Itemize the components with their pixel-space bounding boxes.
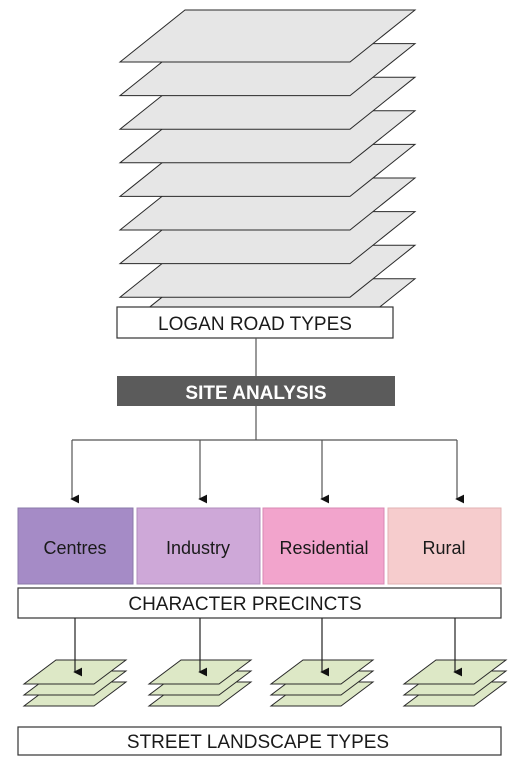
precinct-industry: Industry [136, 507, 261, 585]
precinct-residential: Residential [262, 507, 385, 585]
precinct-rural-label: Rural [422, 538, 465, 558]
landscape-arrows [73, 618, 463, 677]
site-analysis-bar: SITE ANALYSIS [117, 376, 395, 406]
branch-connectors [70, 406, 465, 504]
road-type-layer [118, 9, 417, 63]
precinct-industry-label: Industry [166, 538, 230, 558]
road-type-layer-stack [118, 9, 417, 332]
precinct-centres-label: Centres [43, 538, 106, 558]
site-analysis-label: SITE ANALYSIS [185, 383, 326, 404]
street-landscape-types-label: STREET LANDSCAPE TYPES [127, 732, 389, 753]
landscape-layer-stack [269, 659, 375, 707]
street-landscape-types-box: STREET LANDSCAPE TYPES [17, 726, 502, 756]
character-precincts-label: CHARACTER PRECINCTS [128, 594, 361, 615]
landscape-layer-stack [402, 659, 508, 707]
logan-road-types-box: LOGAN ROAD TYPES [116, 306, 394, 339]
logan-road-types-label: LOGAN ROAD TYPES [158, 314, 352, 335]
landscape-layer-stack [147, 659, 253, 707]
street-landscape-stacks [22, 659, 508, 707]
character-precincts-box: CHARACTER PRECINCTS [17, 587, 502, 619]
precinct-boxes: Centres Industry Residential Rural [17, 507, 502, 585]
precinct-residential-label: Residential [279, 538, 368, 558]
precinct-centres: Centres [17, 507, 134, 585]
precinct-rural: Rural [387, 507, 502, 585]
